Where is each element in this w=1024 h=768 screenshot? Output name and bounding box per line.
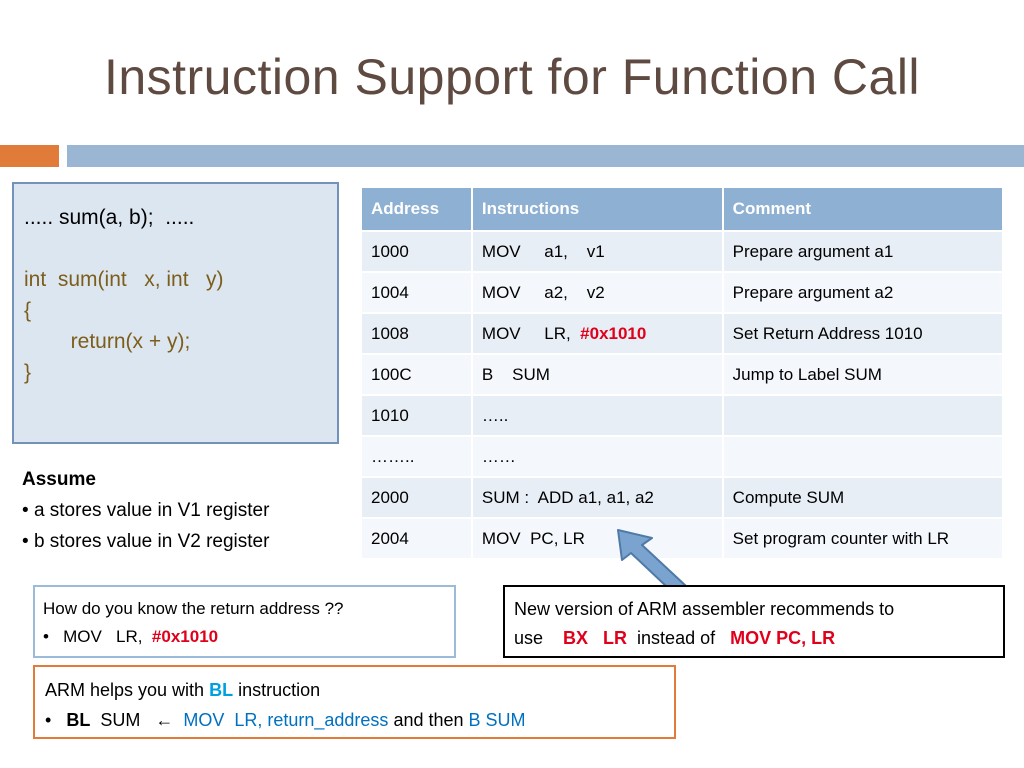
instruction-table: Address Instructions Comment 1000 MOV a1… bbox=[362, 188, 1005, 560]
return-address-bullet: • MOV LR, #0x1010 bbox=[43, 627, 219, 646]
table-row: …….. …… bbox=[362, 436, 1005, 478]
highlight-return-address: #0x1010 bbox=[151, 627, 219, 646]
cell-instruction: B SUM bbox=[471, 354, 724, 396]
cell-comment: Prepare argument a1 bbox=[722, 231, 1005, 273]
code-keyword-int: int bbox=[24, 268, 47, 291]
table-row: 1008 MOV LR, #0x1010 Set Return Address … bbox=[362, 313, 1005, 355]
table-row: 1000 MOV a1, v1 Prepare argument a1 bbox=[362, 231, 1005, 273]
table-header-row: Address Instructions Comment bbox=[362, 188, 1005, 232]
cell-comment: Set program counter with LR bbox=[722, 518, 1005, 560]
highlight-mov-pc-lr: MOV PC, LR bbox=[730, 628, 836, 648]
bl-instruction-note: ARM helps you with BL instruction • BL S… bbox=[33, 665, 676, 739]
code-line-close-brace: } bbox=[24, 361, 32, 384]
header-comment: Comment bbox=[722, 188, 1005, 232]
return-address-question: How do you know the return address ?? bbox=[43, 599, 344, 618]
cell-comment: Compute SUM bbox=[722, 477, 1005, 519]
return-address-note: How do you know the return address ?? • … bbox=[33, 585, 456, 658]
cell-address: 100C bbox=[362, 354, 473, 396]
assume-block: Assume • a stores value in V1 register •… bbox=[22, 464, 269, 557]
table-row: 2004 MOV PC, LR Set program counter with… bbox=[362, 518, 1005, 560]
header-instructions: Instructions bbox=[471, 188, 724, 232]
left-arrow-icon: ← bbox=[155, 710, 174, 730]
cell-address: 2004 bbox=[362, 518, 473, 560]
highlight-bx-lr: BX LR bbox=[563, 628, 628, 648]
cell-address: 1004 bbox=[362, 272, 473, 314]
bl-keyword: BL bbox=[66, 710, 91, 730]
mov-lr-return-address: MOV LR, return_address bbox=[173, 710, 389, 730]
table-row: 1010 ….. bbox=[362, 395, 1005, 437]
bl-line-1: ARM helps you with BL instruction bbox=[45, 680, 321, 700]
cell-instruction: …… bbox=[471, 436, 724, 478]
cell-instruction: ….. bbox=[471, 395, 724, 437]
table-row: 2000 SUM : ADD a1, a1, a2 Compute SUM bbox=[362, 477, 1005, 519]
cell-comment bbox=[722, 436, 1005, 478]
code-line-call: ..... sum(a, b); ..... bbox=[24, 206, 195, 229]
cell-comment bbox=[722, 395, 1005, 437]
cell-address: 2000 bbox=[362, 477, 473, 519]
cell-instruction: MOV LR, #0x1010 bbox=[471, 313, 724, 355]
up-arrow-icon bbox=[617, 529, 687, 587]
accent-bar-orange bbox=[0, 145, 59, 167]
cell-address: 1000 bbox=[362, 231, 473, 273]
cell-comment: Jump to Label SUM bbox=[722, 354, 1005, 396]
assume-item: • a stores value in V1 register bbox=[22, 500, 270, 521]
code-line-signature: int sum(int x, int y) bbox=[24, 264, 337, 295]
cell-comment: Prepare argument a2 bbox=[722, 272, 1005, 314]
cell-instruction: MOV a2, v2 bbox=[471, 272, 724, 314]
b-sum: B SUM bbox=[468, 710, 526, 730]
cell-address: …….. bbox=[362, 436, 473, 478]
table-row: 100C B SUM Jump to Label SUM bbox=[362, 354, 1005, 396]
header-address: Address bbox=[362, 188, 473, 232]
table-row: 1004 MOV a2, v2 Prepare argument a2 bbox=[362, 272, 1005, 314]
slide-title: Instruction Support for Function Call bbox=[103, 49, 921, 105]
recommendation-line-1: New version of ARM assembler recommends … bbox=[514, 599, 895, 619]
cell-instruction: SUM : ADD a1, a1, a2 bbox=[471, 477, 724, 519]
cell-comment: Set Return Address 1010 bbox=[722, 313, 1005, 355]
highlight-return-address: #0x1010 bbox=[580, 323, 647, 343]
assume-item: • b stores value in V2 register bbox=[22, 531, 270, 552]
accent-bar-blue bbox=[67, 145, 1024, 167]
bl-line-2: • BL SUM ← MOV LR, return_address and th… bbox=[45, 710, 526, 730]
assume-heading: Assume bbox=[22, 469, 96, 490]
assembler-recommendation-note: New version of ARM assembler recommends … bbox=[503, 585, 1005, 658]
cell-instruction: MOV PC, LR bbox=[471, 518, 724, 560]
code-line-blank bbox=[24, 233, 337, 264]
code-box: ..... sum(a, b); ..... int sum(int x, in… bbox=[12, 182, 339, 444]
cell-instruction: MOV a1, v1 bbox=[471, 231, 724, 273]
highlight-bl: BL bbox=[209, 680, 234, 700]
code-signature-rest: sum(int x, int y) bbox=[46, 268, 224, 291]
recommendation-line-2: use BX LR instead of MOV PC, LR bbox=[514, 628, 836, 648]
cell-address: 1010 bbox=[362, 395, 473, 437]
code-line-open-brace: { bbox=[24, 299, 32, 322]
cell-address: 1008 bbox=[362, 313, 473, 355]
code-line-return: return(x + y); bbox=[24, 330, 191, 353]
